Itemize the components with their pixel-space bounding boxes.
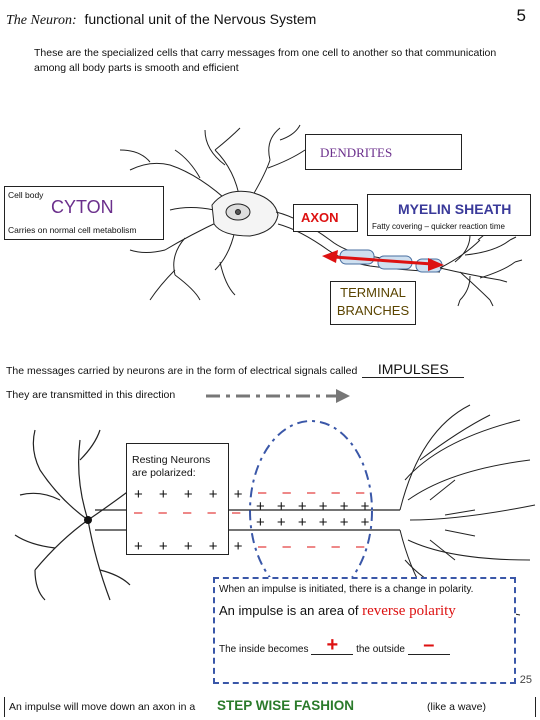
resting-plus-top: + + + + + <box>134 486 249 503</box>
dendrites-label: DENDRITES <box>320 145 393 160</box>
resting-neurons-label: Resting Neurons are polarized: <box>132 454 211 479</box>
polarity-line-3: The inside becomes + the outside – <box>219 635 450 655</box>
resting-minus-top: – – – – – <box>134 504 247 521</box>
reverse-polarity-text: reverse polarity <box>362 603 456 619</box>
cell-body-label: Cell body <box>8 190 44 200</box>
terminal-branches-label: TERMINAL BRANCHES <box>336 285 410 318</box>
axon-label: AXON <box>301 210 339 225</box>
myelin-sub-label: Fatty covering – quicker reaction time <box>372 222 505 231</box>
step-wise-fashion-text: STEP WISE FASHION <box>217 698 355 713</box>
impulses-answer: IMPULSES <box>362 361 465 378</box>
page-title: The Neuron: functional unit of the Nervo… <box>6 11 317 28</box>
cell-body-label-box: Cell body CYTON Carries on normal cell m… <box>4 186 164 240</box>
polarity-line-2: An impulse is an area of reverse polarit… <box>219 603 456 619</box>
myelin-label-box: MYELIN SHEATH Fatty covering – quicker r… <box>367 194 531 236</box>
reversed-plus-bottom: + + + + + + <box>256 514 374 531</box>
myelin-label: MYELIN SHEATH <box>398 201 512 217</box>
outside-answer-blank: – <box>407 635 450 655</box>
polarity-box: When an impulse is initiated, there is a… <box>213 577 516 684</box>
cell-metabolism-label: Carries on normal cell metabolism <box>8 225 137 235</box>
terminal-branches-label-box: TERMINAL BRANCHES <box>330 281 416 325</box>
reversed-plus-top: + + + + + + <box>256 498 374 515</box>
polarity-line-1: When an impulse is initiated, there is a… <box>219 584 474 595</box>
impulses-sentence: The messages carried by neurons are in t… <box>6 361 465 378</box>
page-number: 5 <box>516 6 526 25</box>
reversed-minus-top: – – – – – <box>258 484 371 501</box>
slide-number: 25 <box>519 674 532 686</box>
inside-answer-blank: + <box>311 635 354 655</box>
footer-sentence: An impulse will move down an axon in a S… <box>4 697 536 717</box>
resting-neurons-box: Resting Neurons are polarized: <box>126 443 229 555</box>
dendrites-label-box: DENDRITES <box>305 134 462 170</box>
reversed-minus-bottom: – – – – – <box>258 538 371 555</box>
direction-sentence: They are transmitted in this direction <box>6 389 176 401</box>
resting-plus-bottom: + + + + + <box>134 538 249 555</box>
cyton-label: CYTON <box>51 197 114 217</box>
intro-text: These are the specialized cells that car… <box>34 47 497 74</box>
axon-label-box: AXON <box>293 204 358 232</box>
